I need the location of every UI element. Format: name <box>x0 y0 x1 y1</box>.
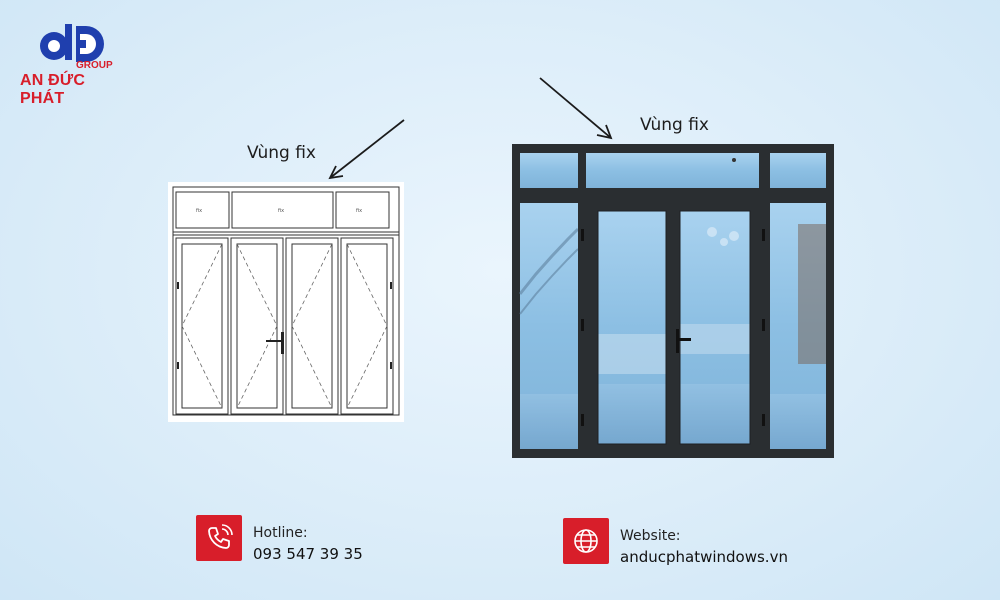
door-photo-render <box>512 144 834 458</box>
hotline-label: Hotline: <box>253 525 308 541</box>
logo-group-text: GROUP <box>76 60 113 71</box>
fix-zone-label-left: Vùng fix <box>247 143 316 163</box>
website-label: Website: <box>620 528 681 544</box>
globe-icon <box>574 529 598 553</box>
logo-mark-icon <box>40 24 104 62</box>
fix-cell-text: fix <box>196 208 202 214</box>
fix-zone-label-right: Vùng fix <box>640 115 709 135</box>
website-url[interactable]: anducphatwindows.vn <box>620 548 788 566</box>
hotline-icon-box <box>196 515 242 561</box>
arrow-right-icon <box>539 77 613 140</box>
hotline-number[interactable]: 093 547 39 35 <box>253 545 363 563</box>
door-technical-drawing: fix fix fix <box>168 182 404 422</box>
arrow-left-icon <box>328 119 405 180</box>
fix-cell-text: fix <box>278 208 284 214</box>
logo-brand-name: AN ĐỨC PHÁT <box>20 72 86 107</box>
brand-logo: GROUP AN ĐỨC PHÁT <box>20 18 130 107</box>
phone-icon <box>208 524 233 549</box>
website-icon-box <box>563 518 609 564</box>
fix-cell-text: fix <box>356 208 362 214</box>
